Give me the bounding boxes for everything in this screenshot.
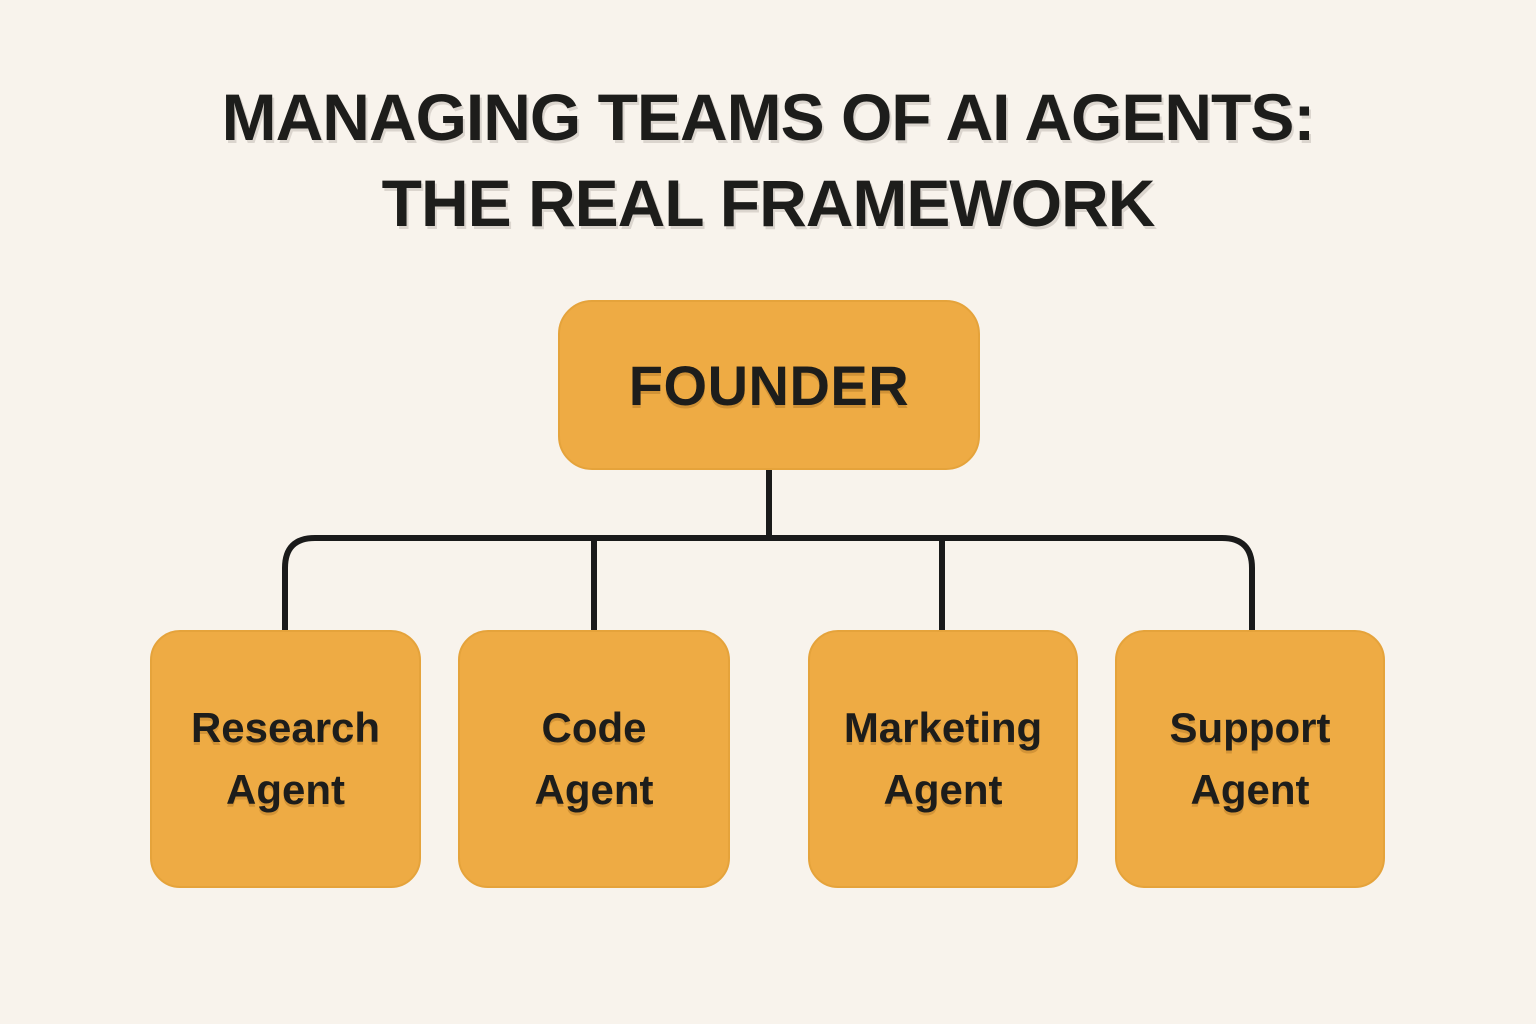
label-line-1: Code: [541, 704, 647, 751]
org-node-marketing-agent-label: Marketing Agent: [844, 697, 1042, 821]
label-line-1: Support: [1169, 704, 1331, 751]
label-line-2: Agent: [534, 766, 654, 813]
connector-bracket: [282, 535, 1255, 632]
org-node-code-agent: Code Agent: [458, 630, 730, 888]
label-line-2: Agent: [1190, 766, 1310, 813]
page-title-line-1: MANAGING TEAMS OF AI AGENTS:: [221, 80, 1316, 154]
org-node-code-agent-label: Code Agent: [535, 697, 654, 821]
page-title-line-2: THE REAL FRAMEWORK: [381, 166, 1156, 240]
org-node-research-agent-label: Research Agent: [191, 697, 380, 821]
label-line-2: Agent: [883, 766, 1003, 813]
page-title: MANAGING TEAMS OF AI AGENTS: THE REAL FR…: [0, 74, 1536, 246]
org-node-founder: FOUNDER: [558, 300, 980, 470]
org-node-support-agent: Support Agent: [1115, 630, 1385, 888]
label-line-1: Marketing: [843, 704, 1043, 751]
label-line-2: Agent: [226, 766, 345, 813]
org-node-founder-label: FOUNDER: [628, 353, 910, 417]
org-node-support-agent-label: Support Agent: [1170, 697, 1331, 821]
org-node-marketing-agent: Marketing Agent: [808, 630, 1078, 888]
org-node-research-agent: Research Agent: [150, 630, 421, 888]
label-line-1: Research: [190, 704, 381, 751]
